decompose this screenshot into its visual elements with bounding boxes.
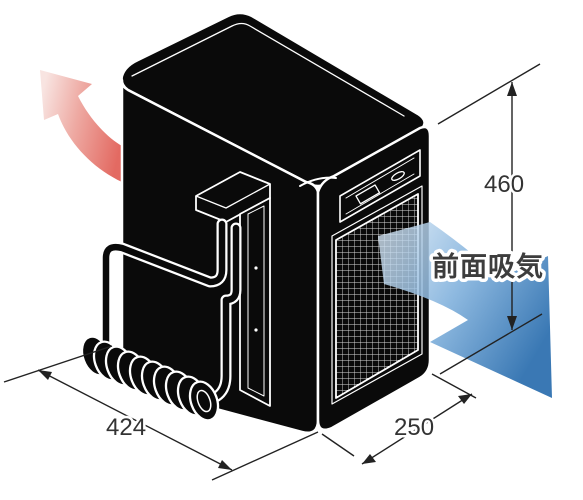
- depth-dimension: [321, 373, 477, 465]
- front-intake-callout: 前面吸気: [432, 251, 544, 283]
- width-dimension: [3, 345, 319, 481]
- exhaust-airflow-arrow: [40, 70, 122, 182]
- width-dimension-label: 424: [106, 414, 146, 441]
- coiled-tube: [80, 335, 220, 422]
- depth-dimension-label: 250: [394, 414, 434, 441]
- height-dimension: [437, 63, 543, 375]
- intake-airflow-arrow: [378, 222, 552, 398]
- rear-rail: [239, 197, 271, 407]
- control-button: [391, 170, 405, 182]
- hose-assembly: [100, 218, 242, 404]
- height-dimension-label: 460: [484, 171, 524, 198]
- display-window: [355, 184, 381, 205]
